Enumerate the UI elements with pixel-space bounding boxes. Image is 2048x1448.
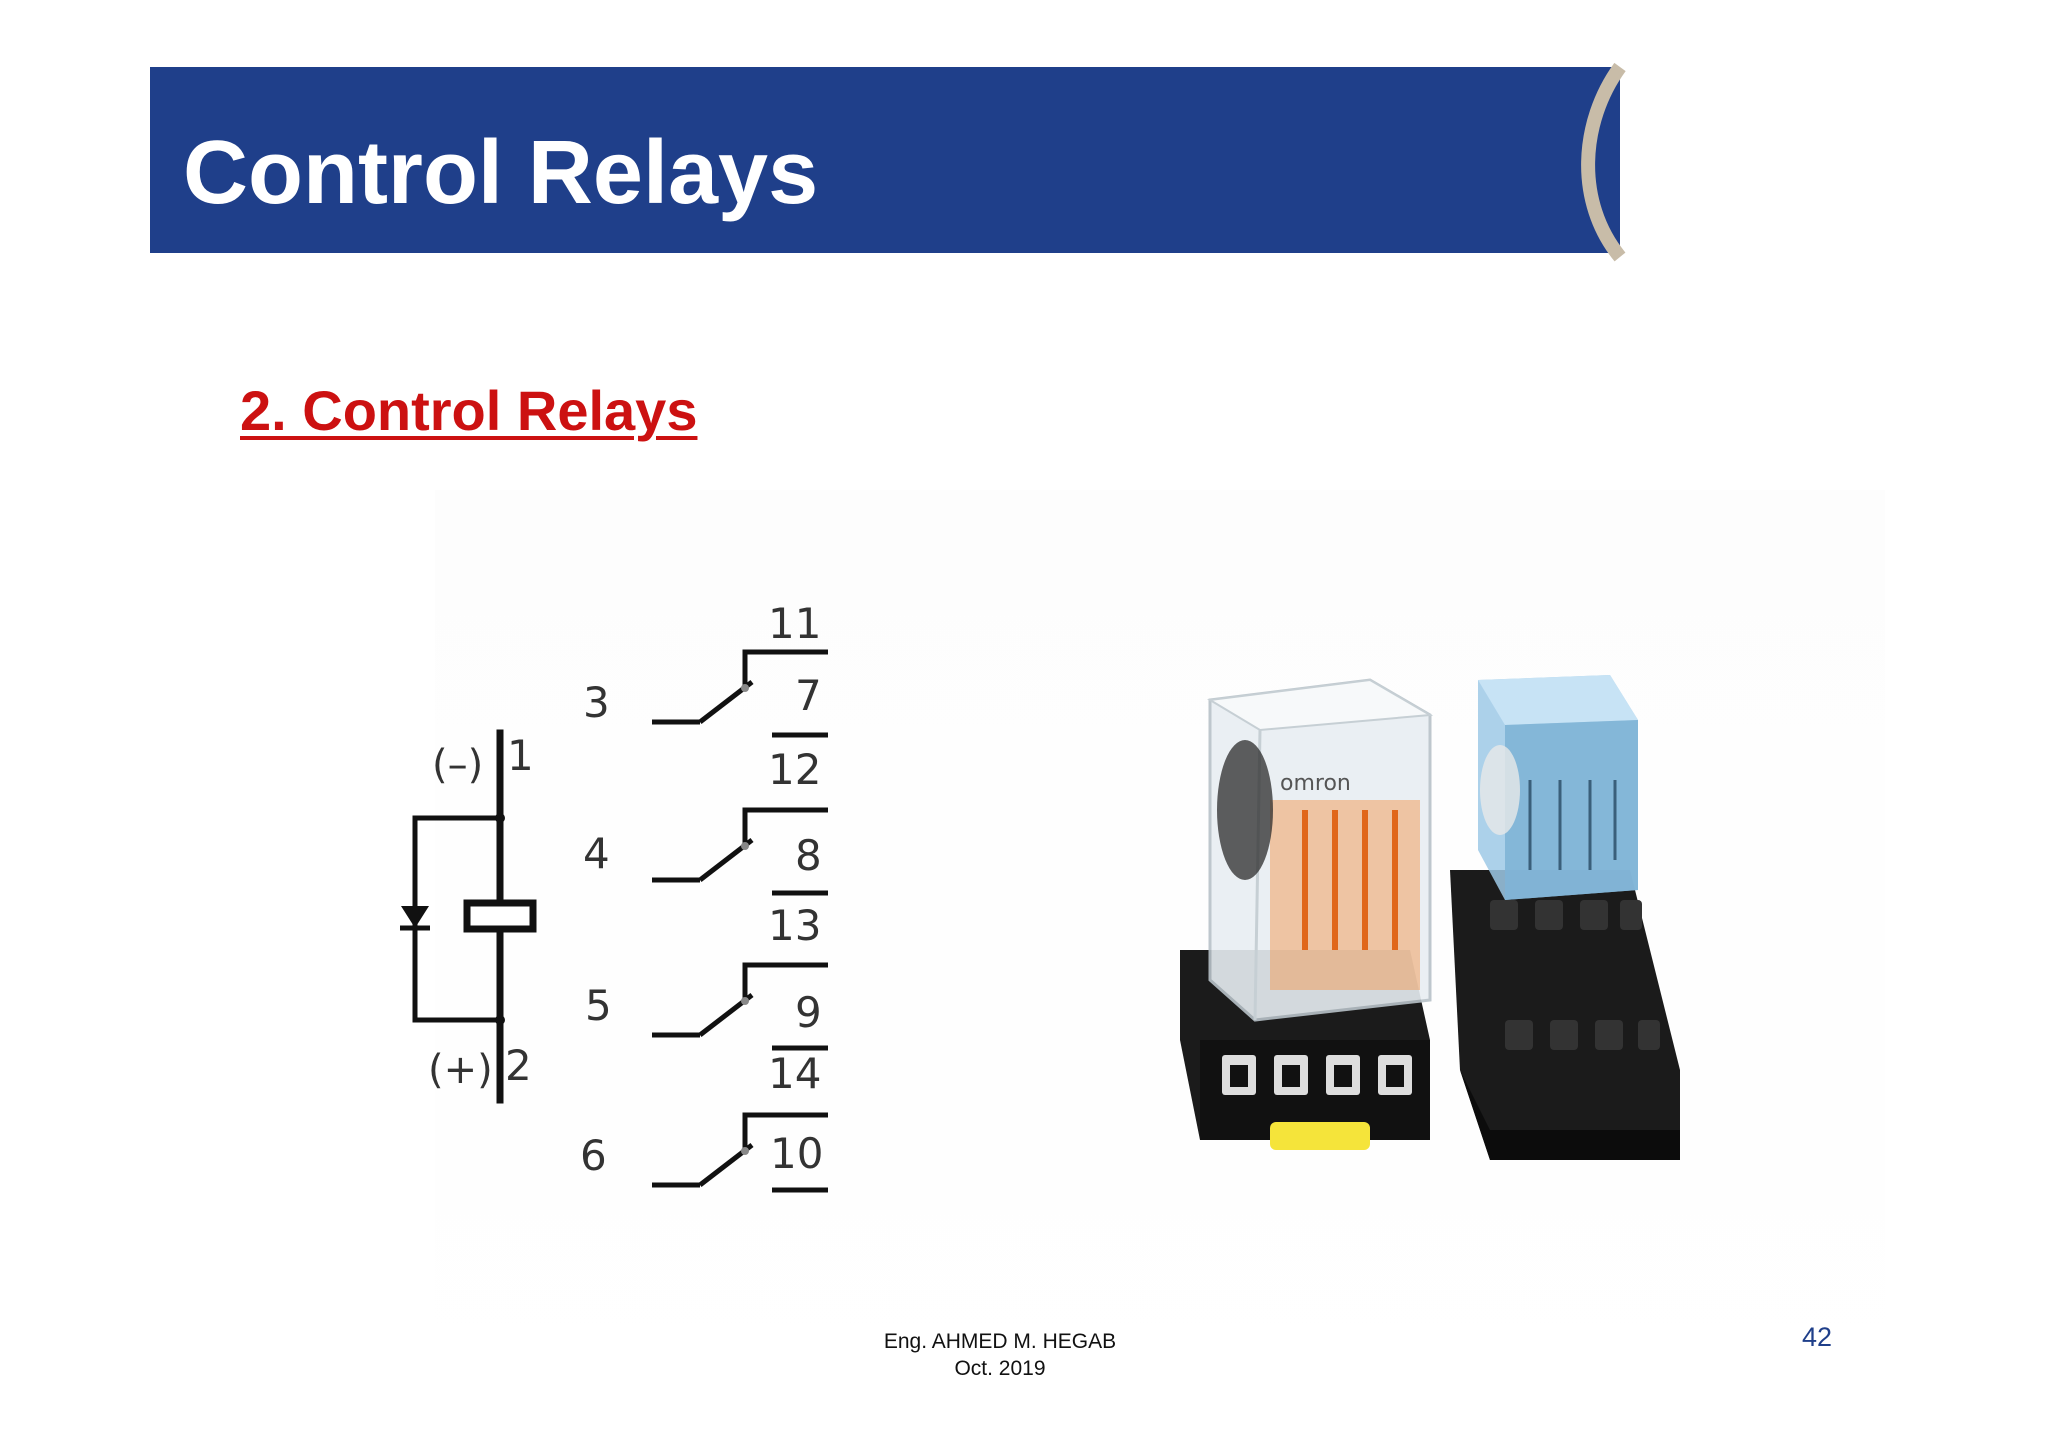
- coil-polarity-top: (–): [432, 742, 483, 788]
- contact-common-label: 6: [580, 1131, 607, 1180]
- slide-title: Control Relays: [183, 123, 819, 223]
- title-bar: [150, 67, 1620, 253]
- coil-terminal-bottom: 2: [505, 1041, 532, 1090]
- contact-nc-label: 11: [768, 599, 821, 648]
- relay-blue: [1478, 675, 1638, 900]
- relay-brand-label: omron: [1280, 771, 1351, 796]
- contact-no-label: 9: [795, 988, 822, 1037]
- coil-terminal-top: 1: [507, 731, 534, 780]
- title-arc-decoration: [1581, 62, 1626, 262]
- relay-socket-right: [1450, 870, 1680, 1160]
- coil-polarity-bottom: (+): [428, 1047, 493, 1093]
- socket-clip: [1270, 1122, 1370, 1150]
- footer-date: Oct. 2019: [954, 1357, 1046, 1380]
- contact-no-label: 8: [795, 831, 822, 880]
- contact-nc-label: 12: [768, 745, 821, 794]
- relay-photo: omron: [1180, 675, 1680, 1160]
- page-number: 42: [1802, 1322, 1833, 1352]
- contact-common-label: 4: [583, 829, 610, 878]
- diode-icon: [401, 906, 429, 928]
- footer-author: Eng. AHMED M. HEGAB: [883, 1330, 1117, 1353]
- contact-nc-label: 14: [768, 1049, 821, 1098]
- contact-nc-label: 13: [768, 901, 821, 950]
- relay-clear: omron: [1207, 678, 1434, 1022]
- section-heading: 2. Control Relays: [240, 379, 698, 442]
- contact-common-label: 3: [583, 678, 610, 727]
- footer: Eng. AHMED M. HEGAB Oct. 2019: [860, 1328, 1140, 1382]
- contact-no-label: 10: [770, 1129, 823, 1178]
- coil-symbol: [463, 899, 537, 933]
- contact-no-label: 7: [795, 671, 822, 720]
- contact-common-label: 5: [585, 981, 612, 1030]
